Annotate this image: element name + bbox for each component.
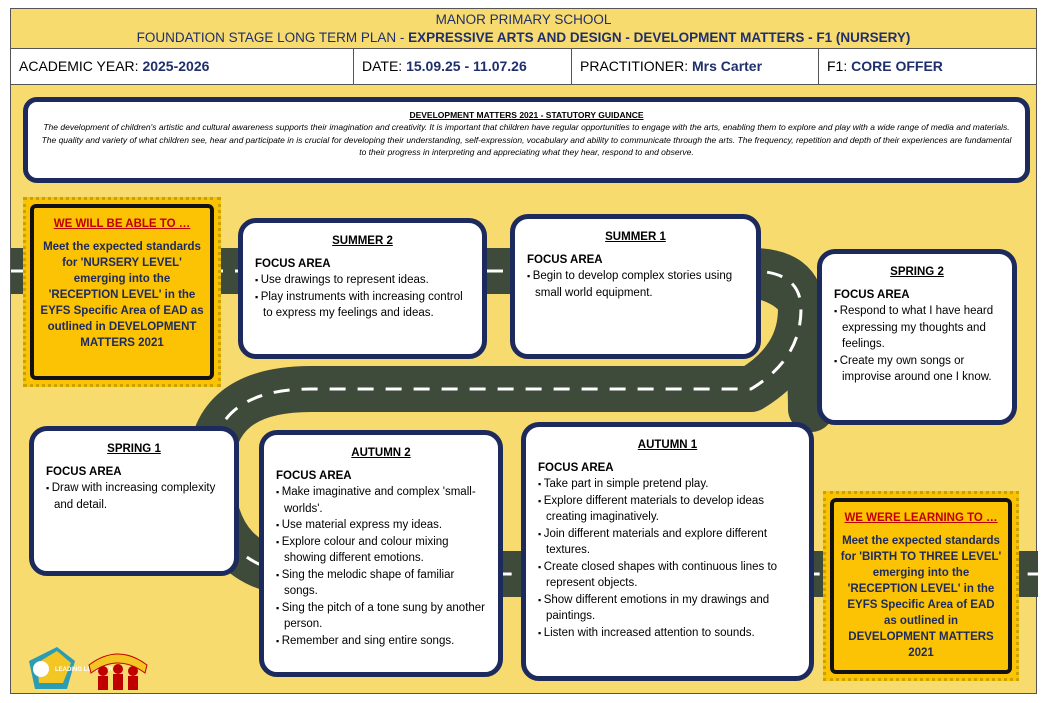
were-learning-box: WE WERE LEARNING TO … Meet the expected … [823, 491, 1019, 681]
focus-area-label: FOCUS AREA [255, 257, 331, 270]
list-item: Make imaginative and complex 'small-worl… [276, 484, 486, 517]
were-learning-text: Meet the expected standards for 'BIRTH T… [840, 535, 1002, 659]
autumn1-card: AUTUMN 1 FOCUS AREA Take part in simple … [521, 422, 814, 681]
list-item: Listen with increased attention to sound… [538, 625, 797, 642]
spring1-card: SPRING 1 FOCUS AREA Draw with increasing… [29, 426, 239, 576]
list-item: Draw with increasing complexity and deta… [46, 480, 222, 513]
autumn2-list: Make imaginative and complex 'small-worl… [276, 484, 486, 649]
summer2-title: SUMMER 2 [332, 235, 393, 247]
focus-area-label: FOCUS AREA [46, 465, 122, 478]
info-bar: ACADEMIC YEAR: 2025-2026 DATE: 15.09.25 … [11, 49, 1036, 85]
list-item: Join different materials and explore dif… [538, 526, 797, 559]
list-item: Begin to develop complex stories using s… [527, 268, 744, 301]
will-be-able-title: WE WILL BE ABLE TO … [53, 218, 191, 230]
date-value: 15.09.25 - 11.07.26 [406, 58, 527, 74]
summer2-card: SUMMER 2 FOCUS AREA Use drawings to repr… [238, 218, 487, 359]
summer1-title: SUMMER 1 [605, 231, 666, 243]
autumn1-list: Take part in simple pretend play. Explor… [538, 476, 797, 641]
practitioner-value: Mrs Carter [692, 58, 763, 74]
date-cell: DATE: 15.09.25 - 11.07.26 [354, 49, 572, 84]
list-item: Show different emotions in my drawings a… [538, 592, 797, 625]
leading-learners-logo: LEADING LEARNERS [29, 647, 117, 689]
were-learning-title: WE WERE LEARNING TO … [844, 512, 998, 524]
list-item: Respond to what I have heard expressing … [834, 303, 1000, 353]
academic-year-label: ACADEMIC YEAR: [19, 58, 143, 74]
leading-learners-text: LEADING LEARNERS [55, 667, 117, 673]
statutory-guidance-box: DEVELOPMENT MATTERS 2021 - STATUTORY GUI… [23, 97, 1030, 183]
list-item: Use material express my ideas. [276, 517, 486, 534]
page-header: MANOR PRIMARY SCHOOL FOUNDATION STAGE LO… [11, 9, 1036, 49]
focus-area-label: FOCUS AREA [527, 253, 603, 266]
academic-year-value: 2025-2026 [142, 58, 210, 74]
autumn2-card: AUTUMN 2 FOCUS AREA Make imaginative and… [259, 430, 503, 677]
plan-page: MANOR PRIMARY SCHOOL FOUNDATION STAGE LO… [10, 8, 1038, 694]
offer-label: F1: [827, 58, 852, 74]
list-item: Play instruments with increasing control… [255, 289, 470, 322]
school-name: MANOR PRIMARY SCHOOL [435, 12, 612, 27]
practitioner-label: PRACTITIONER: [580, 58, 693, 74]
list-item: Explore different materials to develop i… [538, 493, 797, 526]
autumn2-title: AUTUMN 2 [351, 447, 411, 459]
list-item: Sing the melodic shape of familiar songs… [276, 567, 486, 600]
school-crest-logo [88, 653, 148, 690]
list-item: Explore colour and colour mixing showing… [276, 534, 486, 567]
focus-area-label: FOCUS AREA [276, 469, 352, 482]
plan-title: FOUNDATION STAGE LONG TERM PLAN - EXPRES… [11, 29, 1036, 47]
spring2-list: Respond to what I have heard expressing … [834, 303, 1000, 386]
spring1-title: SPRING 1 [107, 443, 161, 455]
spring2-card: SPRING 2 FOCUS AREA Respond to what I ha… [817, 249, 1017, 425]
guidance-title: DEVELOPMENT MATTERS 2021 - STATUTORY GUI… [409, 110, 644, 120]
academic-year-cell: ACADEMIC YEAR: 2025-2026 [11, 49, 354, 84]
will-be-able-box: WE WILL BE ABLE TO … Meet the expected s… [23, 197, 221, 387]
plan-title-subject: EXPRESSIVE ARTS AND DESIGN - DEVELOPMENT… [408, 30, 911, 45]
offer-cell: F1: CORE OFFER [819, 49, 1036, 84]
list-item: Use drawings to represent ideas. [255, 272, 470, 289]
summer1-card: SUMMER 1 FOCUS AREA Begin to develop com… [510, 214, 761, 359]
summer1-list: Begin to develop complex stories using s… [527, 268, 744, 301]
practitioner-cell: PRACTITIONER: Mrs Carter [572, 49, 819, 84]
plan-title-prefix: FOUNDATION STAGE LONG TERM PLAN - [136, 30, 409, 45]
focus-area-label: FOCUS AREA [834, 288, 910, 301]
school-logos: LEADING LEARNERS [29, 647, 148, 690]
list-item: Sing the pitch of a tone sung by another… [276, 600, 486, 633]
spring2-title: SPRING 2 [890, 266, 944, 278]
list-item: Create closed shapes with continuous lin… [538, 559, 797, 592]
offer-value: CORE OFFER [851, 58, 943, 74]
autumn1-title: AUTUMN 1 [637, 439, 698, 451]
list-item: Create my own songs or improvise around … [834, 353, 1000, 386]
date-label: DATE: [362, 58, 407, 74]
focus-area-label: FOCUS AREA [538, 461, 614, 474]
will-be-able-text: Meet the expected standards for 'NURSERY… [40, 241, 204, 349]
list-item: Remember and sing entire songs. [276, 633, 486, 650]
summer2-list: Use drawings to represent ideas. Play in… [255, 272, 470, 322]
list-item: Take part in simple pretend play. [538, 476, 797, 493]
spring1-list: Draw with increasing complexity and deta… [46, 480, 222, 513]
guidance-text: The development of children's artistic a… [41, 122, 1012, 157]
